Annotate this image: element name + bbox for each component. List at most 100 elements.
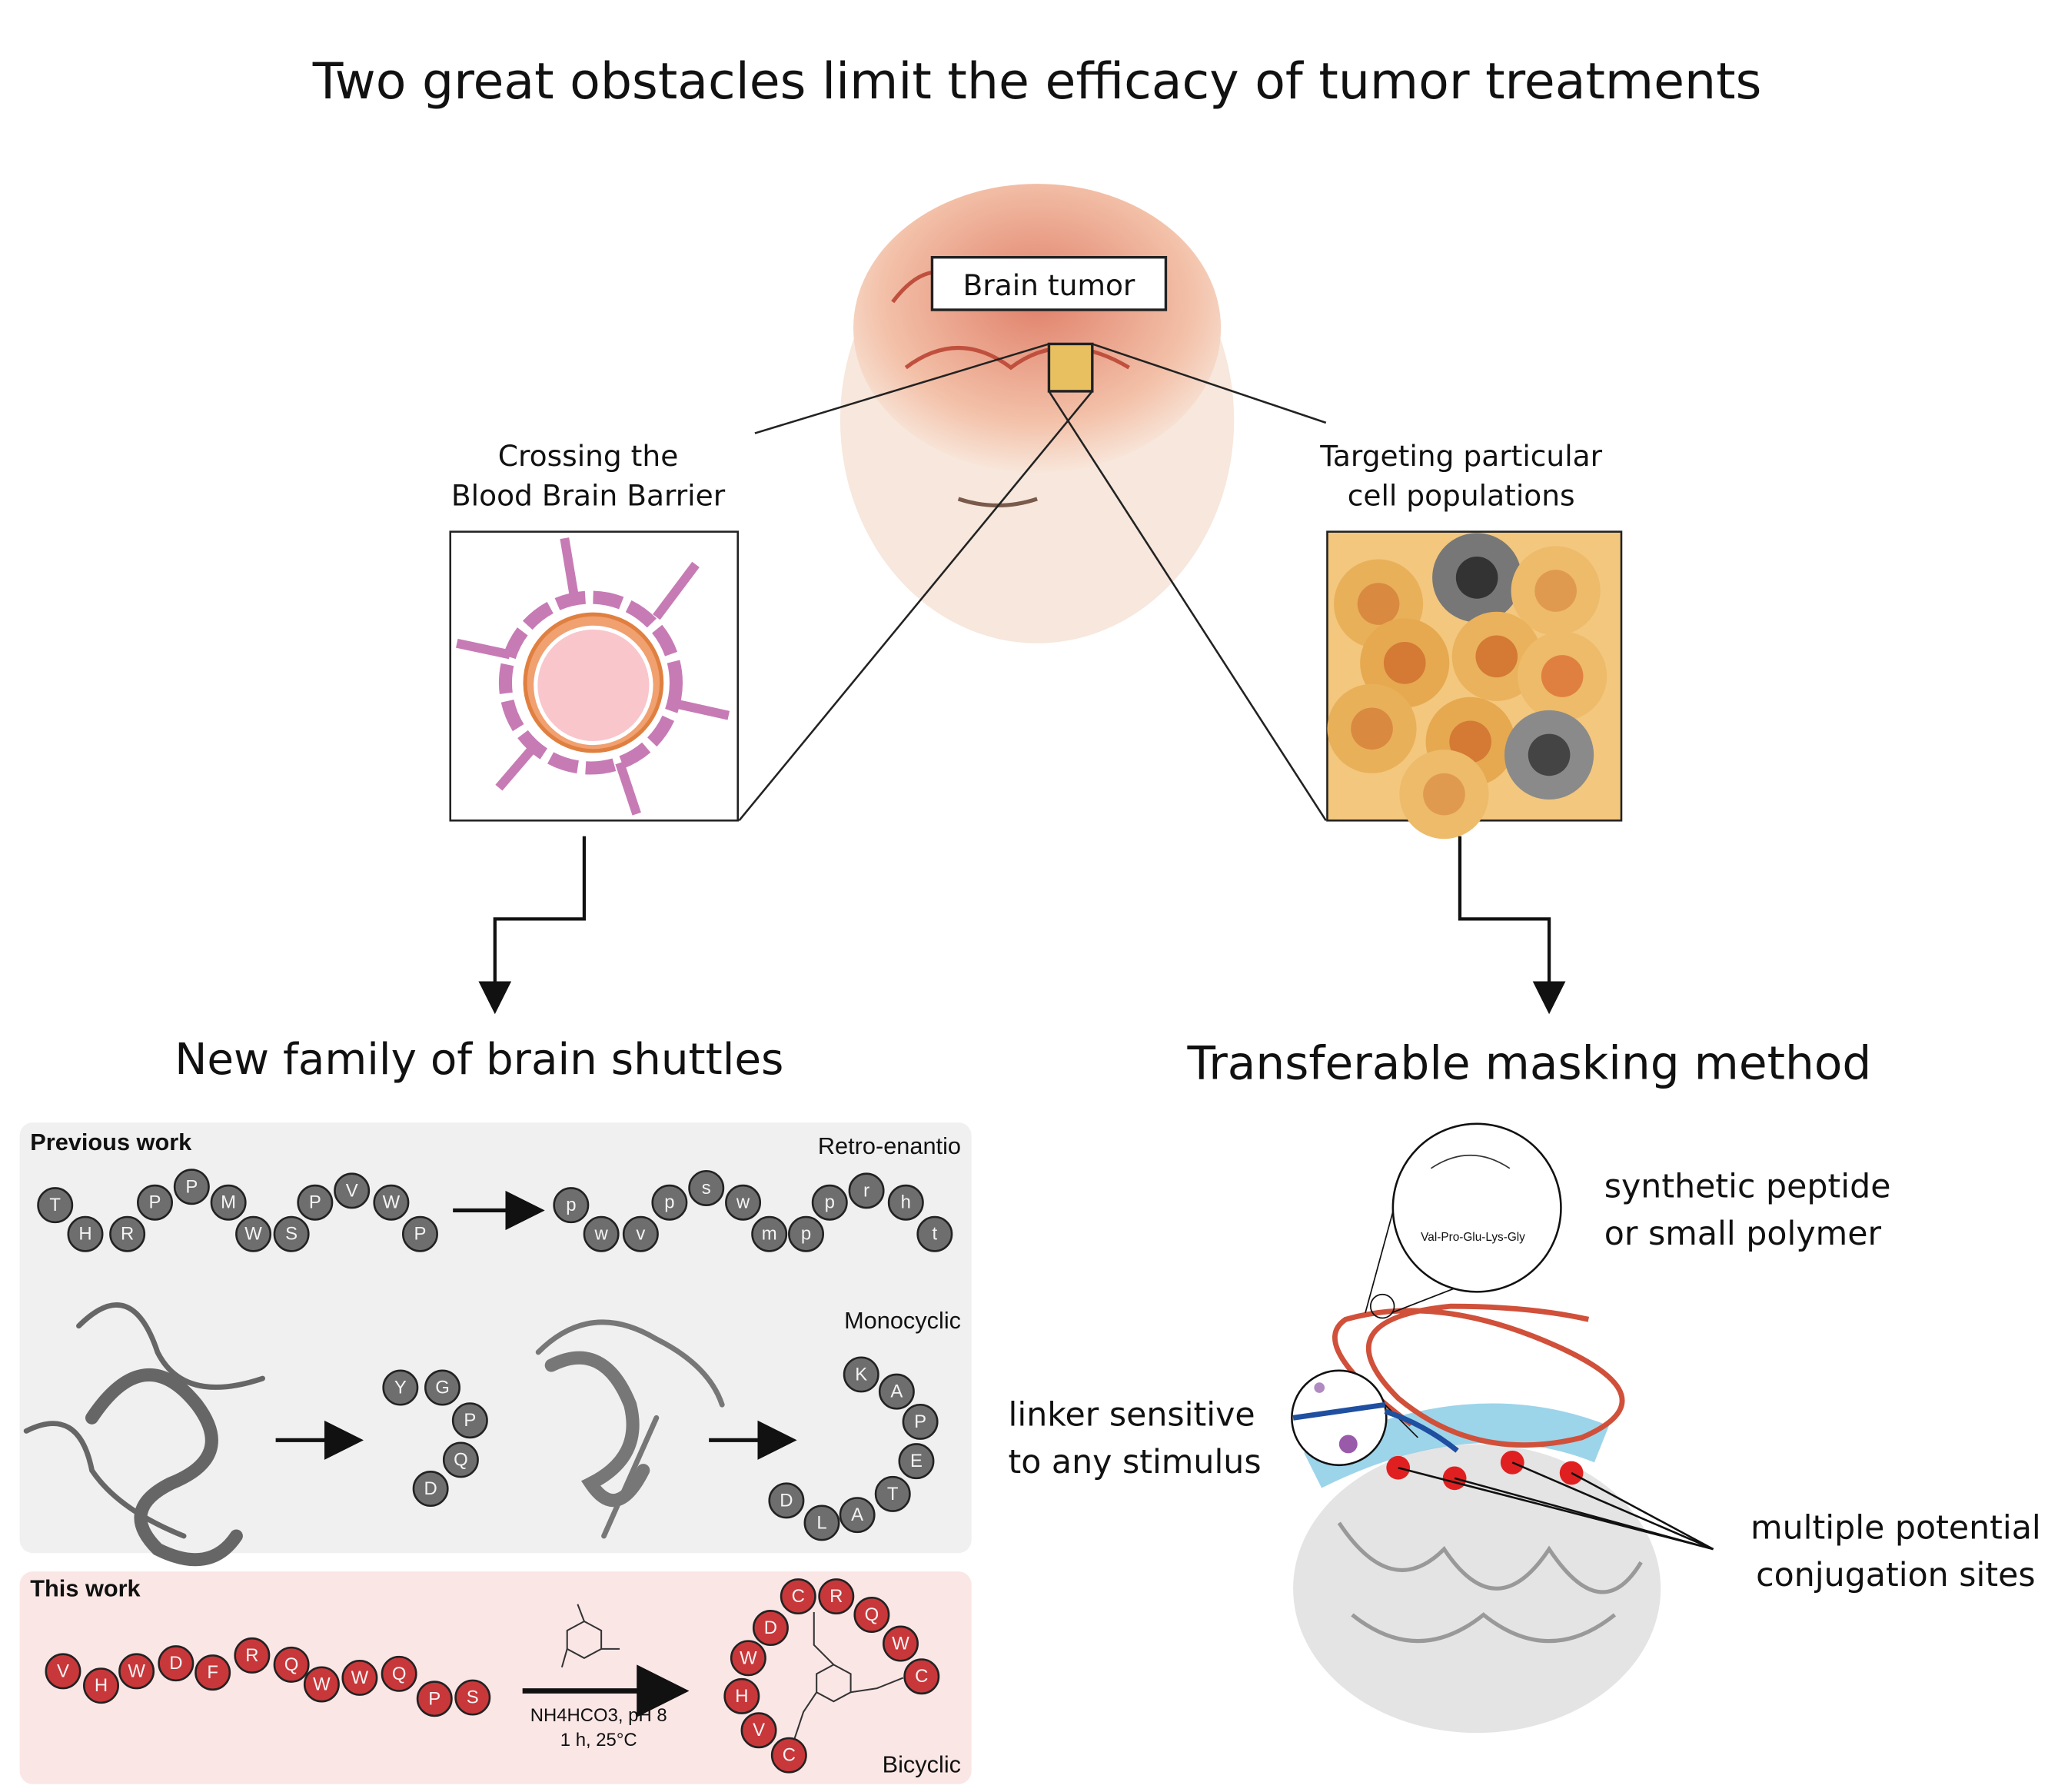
peptide-label-2: or small polymer xyxy=(1604,1215,1882,1253)
cell-nucleus xyxy=(1449,720,1491,763)
linker-label-1: linker sensitive xyxy=(1009,1396,1255,1435)
this-work-bead-letter: S xyxy=(467,1687,479,1708)
bicyclic-bead xyxy=(770,1737,807,1774)
cell-nucleus xyxy=(1423,773,1465,816)
bicyclic-bead xyxy=(723,1677,760,1714)
retro-enantio-bead xyxy=(688,1169,725,1206)
polymer-inset: Val-Pro-Glu-Lys-Gly xyxy=(1365,1122,1562,1319)
this-work-bead xyxy=(234,1637,271,1674)
this-work-bead-letter: D xyxy=(169,1653,182,1674)
brain-illustration: Brain tumor xyxy=(839,184,1235,643)
monocyclic-1-bead xyxy=(442,1441,479,1478)
monocyclic-label: Monocyclic xyxy=(844,1307,961,1334)
this-work-bead xyxy=(381,1655,417,1692)
previous-work-bead-letter: P xyxy=(309,1192,321,1213)
previous-work-bead-letter: P xyxy=(185,1176,198,1197)
retro-enantio-bead-letter: p xyxy=(664,1192,674,1213)
monocyclic-2-bead xyxy=(902,1403,939,1440)
linker-label-2: to any stimulus xyxy=(1009,1443,1262,1481)
monocyclic-1-bead-letter: Y xyxy=(394,1378,407,1398)
this-work-bead xyxy=(341,1659,378,1696)
retro-enantio-bead-letter: s xyxy=(702,1178,711,1199)
previous-work-bead xyxy=(297,1184,334,1221)
this-work-bead-letter: F xyxy=(207,1662,218,1683)
monocyclic-2-bead-letter: T xyxy=(887,1484,899,1504)
retro-enantio-bead xyxy=(788,1215,825,1252)
bicyclic-bead-letter: C xyxy=(915,1666,928,1687)
bicyclic-bead xyxy=(740,1712,777,1749)
left-heading: New family of brain shuttles xyxy=(175,1035,783,1085)
previous-work-bead xyxy=(334,1172,371,1209)
previous-work-bead xyxy=(235,1215,272,1252)
monocyclic-1-bead-letter: G xyxy=(435,1378,450,1398)
previous-work-bead-letter: R xyxy=(121,1224,134,1245)
retro-enantio-bead-letter: h xyxy=(901,1192,911,1213)
bicyclic-bead xyxy=(903,1658,940,1695)
inset-formula: Val-Pro-Glu-Lys-Gly xyxy=(1421,1231,1525,1244)
monocyclic-2-bead xyxy=(839,1497,876,1534)
previous-work-label: Previous work xyxy=(30,1129,192,1155)
this-work-bead xyxy=(194,1654,231,1691)
this-work-bead xyxy=(273,1646,310,1683)
this-work-bead xyxy=(158,1645,194,1682)
bicyclic-bead xyxy=(780,1578,816,1615)
previous-work-bead xyxy=(137,1184,173,1221)
retro-enantio-bead xyxy=(751,1215,788,1252)
retro-enantio-bead-letter: r xyxy=(863,1180,869,1201)
retro-enantio-bead-letter: p xyxy=(825,1192,835,1213)
protein-ribbon-1 xyxy=(23,1302,265,1567)
reaction-conditions-1: NH4HCO3, pH 8 xyxy=(530,1705,667,1726)
retro-enantio-bead xyxy=(622,1215,659,1252)
bicyclic-bead xyxy=(853,1596,890,1633)
conjugation-sites xyxy=(1386,1451,1714,1551)
tribromomesitylene-structure xyxy=(560,1604,620,1668)
this-work-bead-letter: H xyxy=(95,1675,108,1696)
sites-label-1: multiple potential xyxy=(1750,1508,2041,1547)
this-work-bead-letter: V xyxy=(57,1661,69,1681)
monocyclic-2-bead-letter: L xyxy=(816,1512,826,1533)
previous-work-bead xyxy=(173,1169,210,1205)
monocyclic-1-bead xyxy=(424,1369,460,1406)
bicyclic-bead-letter: W xyxy=(892,1634,909,1654)
monocyclic-2-bead xyxy=(768,1482,805,1519)
retro-enantio-bead xyxy=(848,1172,885,1209)
reaction-conditions-2: 1 h, 25°C xyxy=(560,1730,637,1750)
this-work-bead-letter: W xyxy=(128,1661,145,1681)
figure-title: Two great obstacles limit the efficacy o… xyxy=(312,53,1762,111)
left-callout-line1: Crossing the xyxy=(498,439,679,473)
retro-enantio-bead-letter: v xyxy=(636,1224,645,1245)
cell-nucleus xyxy=(1534,570,1577,612)
this-work-bead xyxy=(416,1681,453,1717)
bicyclic-bead xyxy=(882,1625,919,1662)
protein-ribbon-2 xyxy=(535,1319,725,1539)
monocyclic-2-bead xyxy=(878,1373,915,1410)
this-work-bead-letter: R xyxy=(245,1645,258,1666)
previous-work-bead xyxy=(109,1215,146,1252)
previous-work-bead-letter: P xyxy=(414,1224,426,1245)
cell-populations-illustration xyxy=(1326,530,1623,839)
previous-work-bead xyxy=(273,1215,310,1252)
previous-work-bead-letter: H xyxy=(78,1224,91,1245)
retro-enantio-bead-letter: t xyxy=(933,1224,938,1245)
cell-nucleus xyxy=(1383,642,1426,684)
monocyclic-2-bead-letter: D xyxy=(780,1490,793,1511)
cell-nucleus xyxy=(1528,733,1571,776)
monocyclic-2-bead xyxy=(803,1504,840,1541)
polymer-chain xyxy=(1332,1303,1625,1448)
monocyclic-1-bead-letter: D xyxy=(424,1478,437,1499)
this-work-bead-letter: W xyxy=(351,1667,369,1688)
this-work-bead-letter: Q xyxy=(392,1664,407,1684)
cell-nucleus xyxy=(1541,655,1584,697)
linker-inset xyxy=(1291,1369,1418,1467)
zoom-lines xyxy=(738,343,1327,822)
monocyclic-2-bead xyxy=(898,1443,935,1480)
retro-enantio-bead xyxy=(916,1215,953,1252)
previous-work-bead xyxy=(401,1215,438,1252)
previous-work-bead-letter: M xyxy=(221,1192,236,1213)
previous-work-bead-letter: T xyxy=(49,1195,61,1215)
this-work-label: This work xyxy=(30,1575,141,1602)
cell-nucleus xyxy=(1351,707,1393,750)
bicyclic-bead-letter: Q xyxy=(865,1604,879,1625)
